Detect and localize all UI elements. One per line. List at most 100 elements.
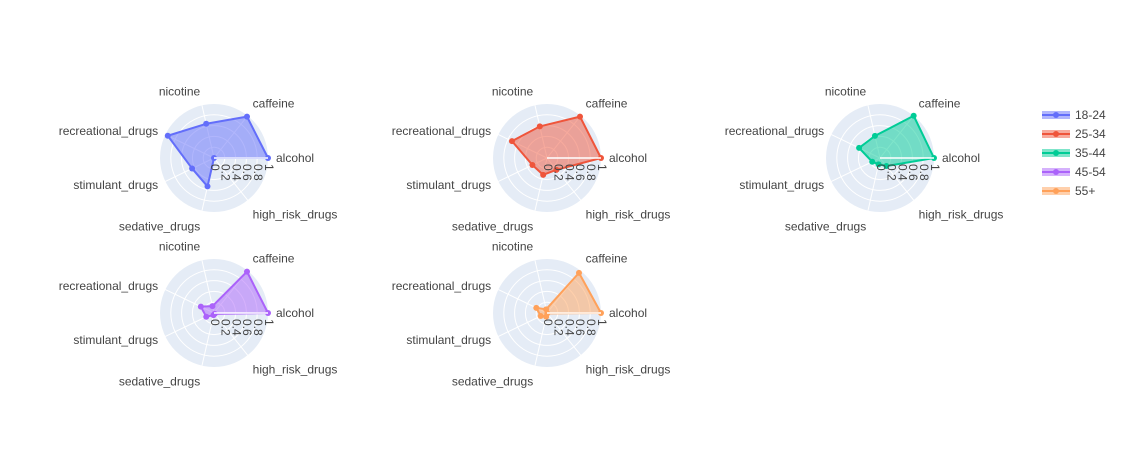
data-point-caffeine[interactable] bbox=[575, 269, 582, 276]
data-point-high_risk_drugs[interactable] bbox=[211, 310, 218, 317]
category-label-high_risk_drugs: high_risk_drugs bbox=[253, 362, 338, 376]
radial-tick-label: 1 bbox=[595, 319, 609, 326]
legend-item-18-24[interactable]: 18-24 bbox=[1042, 108, 1106, 122]
radial-tick-label: 0.8 bbox=[251, 164, 265, 181]
radial-tick-label: 0 bbox=[541, 164, 555, 171]
data-point-stimulant_drugs[interactable] bbox=[869, 158, 876, 165]
category-label-caffeine: caffeine bbox=[586, 252, 628, 266]
category-label-nicotine: nicotine bbox=[492, 85, 534, 99]
legend-item-25-34[interactable]: 25-34 bbox=[1042, 127, 1106, 141]
category-label-high_risk_drugs: high_risk_drugs bbox=[919, 207, 1004, 221]
data-point-nicotine[interactable] bbox=[536, 123, 543, 130]
data-point-caffeine[interactable] bbox=[910, 112, 917, 119]
category-label-nicotine: nicotine bbox=[159, 240, 201, 254]
radial-tick-label: 0.6 bbox=[240, 164, 254, 181]
data-point-sedative_drugs[interactable] bbox=[875, 161, 882, 168]
legend-label: 45-54 bbox=[1075, 165, 1106, 179]
data-point-recreational_drugs[interactable] bbox=[197, 303, 204, 310]
data-point-recreational_drugs[interactable] bbox=[164, 132, 171, 139]
radial-tick-label: 0.8 bbox=[584, 319, 598, 336]
category-label-stimulant_drugs: stimulant_drugs bbox=[73, 178, 158, 192]
radial-tick-label: 0 bbox=[874, 164, 888, 171]
radial-tick-label: 1 bbox=[595, 164, 609, 171]
category-label-nicotine: nicotine bbox=[159, 85, 201, 99]
angular-gridline bbox=[201, 312, 215, 366]
data-point-recreational_drugs[interactable] bbox=[508, 138, 515, 145]
category-label-alcohol: alcohol bbox=[609, 306, 647, 320]
radial-tick-label: 0.4 bbox=[895, 164, 909, 181]
polar-subplot-35-44: 00.20.40.60.81alcoholcaffeinenicotinerec… bbox=[725, 85, 1004, 234]
data-point-stimulant_drugs[interactable] bbox=[537, 313, 544, 320]
data-point-caffeine[interactable] bbox=[576, 113, 583, 120]
category-label-sedative_drugs: sedative_drugs bbox=[452, 219, 533, 233]
data-point-nicotine[interactable] bbox=[203, 120, 210, 127]
legend-label: 35-44 bbox=[1075, 146, 1106, 160]
angular-gridline bbox=[546, 312, 582, 356]
radial-tick-label: 1 bbox=[262, 164, 276, 171]
polar-subplots: 00.20.40.60.81alcoholcaffeinenicotinerec… bbox=[59, 85, 1004, 389]
legend-item-45-54[interactable]: 45-54 bbox=[1042, 165, 1106, 179]
radial-tick-label: 0.8 bbox=[251, 319, 265, 336]
category-label-recreational_drugs: recreational_drugs bbox=[392, 124, 491, 138]
category-label-recreational_drugs: recreational_drugs bbox=[725, 124, 824, 138]
angular-gridline bbox=[213, 157, 249, 201]
data-point-high_risk_drugs[interactable] bbox=[553, 166, 560, 173]
legend-label: 18-24 bbox=[1075, 108, 1106, 122]
data-point-recreational_drugs[interactable] bbox=[533, 304, 540, 311]
data-point-stimulant_drugs[interactable] bbox=[529, 162, 536, 169]
legend-item-35-44[interactable]: 35-44 bbox=[1042, 146, 1106, 160]
radial-tick-label: 0.4 bbox=[229, 164, 243, 181]
radial-tick-label: 0.8 bbox=[917, 164, 931, 181]
data-point-caffeine[interactable] bbox=[243, 268, 250, 275]
data-point-sedative_drugs[interactable] bbox=[204, 183, 211, 190]
data-point-nicotine[interactable] bbox=[871, 132, 878, 139]
data-point-stimulant_drugs[interactable] bbox=[203, 313, 210, 320]
legend-label: 55+ bbox=[1075, 184, 1095, 198]
data-point-stimulant_drugs[interactable] bbox=[189, 165, 196, 172]
category-label-high_risk_drugs: high_risk_drugs bbox=[586, 207, 671, 221]
legend-marker bbox=[1053, 188, 1059, 194]
radial-tick-label: 1 bbox=[262, 319, 276, 326]
category-label-stimulant_drugs: stimulant_drugs bbox=[406, 178, 491, 192]
category-label-sedative_drugs: sedative_drugs bbox=[119, 374, 200, 388]
category-label-sedative_drugs: sedative_drugs bbox=[452, 374, 533, 388]
radial-tick-label: 0 bbox=[541, 319, 555, 326]
category-label-caffeine: caffeine bbox=[919, 97, 961, 111]
data-point-recreational_drugs[interactable] bbox=[856, 144, 863, 151]
data-point-sedative_drugs[interactable] bbox=[540, 171, 547, 178]
polar-subplot-25-34: 00.20.40.60.81alcoholcaffeinenicotinerec… bbox=[392, 85, 671, 234]
radial-tick-label: 0.6 bbox=[906, 164, 920, 181]
radial-tick-label: 0.4 bbox=[562, 164, 576, 181]
radial-tick-label: 0.4 bbox=[229, 319, 243, 336]
angular-gridline bbox=[534, 260, 548, 314]
category-label-stimulant_drugs: stimulant_drugs bbox=[739, 178, 824, 192]
category-label-caffeine: caffeine bbox=[253, 252, 295, 266]
data-point-high_risk_drugs[interactable] bbox=[883, 163, 890, 170]
radial-tick-label: 0.6 bbox=[573, 164, 587, 181]
radial-tick-label: 0.2 bbox=[885, 164, 899, 181]
category-label-nicotine: nicotine bbox=[492, 240, 534, 254]
legend-marker bbox=[1053, 131, 1059, 137]
category-label-recreational_drugs: recreational_drugs bbox=[59, 124, 158, 138]
category-label-alcohol: alcohol bbox=[276, 151, 314, 165]
category-label-caffeine: caffeine bbox=[253, 97, 295, 111]
angular-gridline bbox=[534, 312, 548, 366]
data-point-nicotine[interactable] bbox=[209, 303, 216, 310]
radial-tick-label: 0.8 bbox=[584, 164, 598, 181]
radial-tick-label: 0 bbox=[208, 164, 222, 171]
legend-marker bbox=[1053, 169, 1059, 175]
polar-subplot-55+: 00.20.40.60.81alcoholcaffeinenicotinerec… bbox=[392, 240, 671, 389]
legend: 18-24 25-34 35-44 45-54 55+ bbox=[1042, 108, 1106, 198]
category-label-alcohol: alcohol bbox=[942, 151, 980, 165]
category-label-alcohol: alcohol bbox=[276, 306, 314, 320]
legend-item-55+[interactable]: 55+ bbox=[1042, 184, 1095, 198]
data-point-caffeine[interactable] bbox=[243, 113, 250, 120]
legend-label: 25-34 bbox=[1075, 127, 1106, 141]
radial-tick-label: 0.6 bbox=[573, 319, 587, 336]
category-label-caffeine: caffeine bbox=[586, 97, 628, 111]
category-label-stimulant_drugs: stimulant_drugs bbox=[406, 333, 491, 347]
category-label-recreational_drugs: recreational_drugs bbox=[392, 279, 491, 293]
category-label-high_risk_drugs: high_risk_drugs bbox=[586, 362, 671, 376]
radial-tick-label: 0 bbox=[208, 319, 222, 326]
